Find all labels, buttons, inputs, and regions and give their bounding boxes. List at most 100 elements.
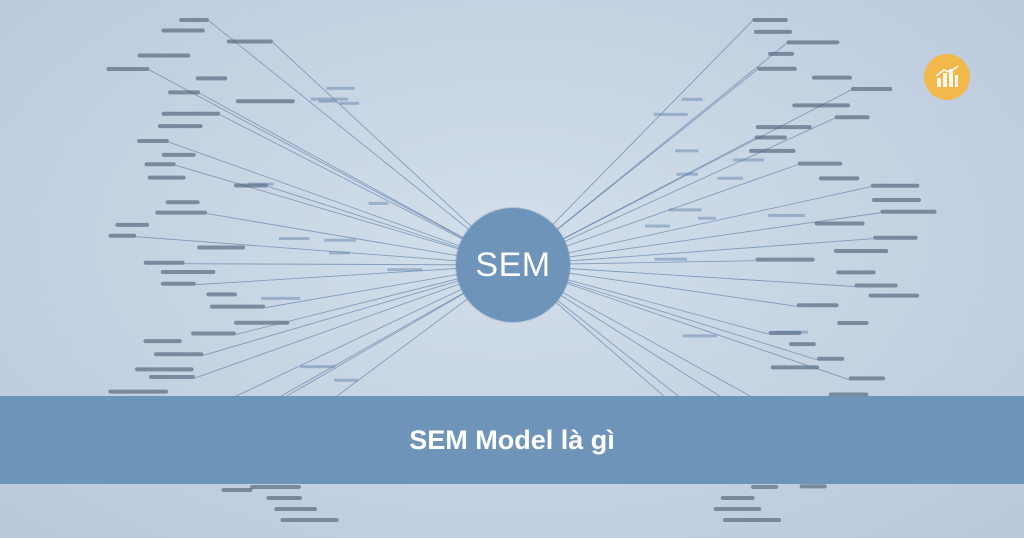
node-label-mark [871,197,921,202]
edge-label-mark [300,365,336,369]
node-label-mark [792,103,850,108]
connector-line [149,69,514,266]
node-label-mark [160,281,196,286]
node-label-mark [811,75,853,80]
edge-label-mark [318,99,337,103]
title-banner: SEM Model là gì [0,396,1024,484]
node-label-mark [833,248,889,253]
edge-label-mark [681,97,703,101]
edge-label-mark [278,237,310,241]
node-label-mark [837,320,869,325]
node-label-mark [195,76,228,81]
node-label-mark [209,304,266,309]
banner-title: SEM Model là gì [409,424,615,455]
connector-line [512,264,855,287]
edge-label-mark [248,182,274,186]
node-label-mark [850,87,893,92]
node-label-mark [770,365,820,370]
edge-label-mark [653,112,688,116]
node-label-mark [191,331,236,336]
node-label-mark [148,375,195,380]
edge-label-mark [339,101,360,105]
node-label-mark [165,200,200,205]
node-label-mark [768,51,795,56]
node-label-mark [797,161,843,166]
node-label-mark [221,487,253,492]
node-label-mark [115,222,150,227]
node-label-mark [197,245,246,250]
node-label-mark [168,90,201,95]
node-label-mark [834,115,870,120]
edge-label-mark [310,97,349,101]
node-label-mark [768,331,802,336]
node-label-mark [754,135,787,140]
edge-label-mark [776,330,808,334]
node-label-mark [160,269,216,274]
edge-label-mark [697,216,717,220]
node-label-mark [143,339,182,344]
node-label-mark [266,496,302,500]
node-label-mark [161,28,205,33]
connector-line [512,186,871,266]
edge-label-mark [368,201,389,205]
connector-line [512,238,874,266]
edge-label-mark [329,251,350,255]
logo [924,54,970,100]
node-label-mark [235,99,295,104]
edge-label-mark [717,176,743,180]
edge-label-mark [676,172,698,176]
node-label-mark [147,175,186,180]
node-label-mark [722,518,782,522]
node-label-mark [233,183,269,188]
node-label-mark [713,507,762,511]
node-label-mark [755,125,812,130]
node-label-mark [848,376,885,381]
connector-line [512,212,881,266]
node-label-mark [868,293,920,298]
node-label-mark [226,39,273,44]
connector-line [136,236,514,266]
node-label-mark [828,392,869,397]
connector-line [175,164,514,266]
connector-line [168,141,514,266]
node-label-mark [817,356,845,361]
node-label-mark [818,176,860,181]
edge-label-mark [334,378,359,382]
edge-label-mark [261,296,301,300]
edge-label-mark [668,208,702,212]
edge-label-mark [654,257,688,261]
node-label-mark [143,260,185,265]
sem-hub-node: SEM [456,208,570,322]
node-label-mark [799,484,827,489]
node-label-mark [880,209,937,214]
node-label-mark [137,53,191,58]
connector-line [199,92,514,266]
node-label-mark [274,507,318,511]
node-label-mark [108,389,169,394]
node-label-mark [751,485,779,489]
edge-label-mark [326,86,355,90]
node-label-mark [836,270,876,275]
edge-label-mark [675,149,699,153]
connector-line [512,264,849,380]
node-label-mark [755,257,815,262]
edge-label-mark [733,158,765,162]
node-label-mark [135,367,194,372]
edge-label-mark [387,268,423,272]
node-label-mark [179,17,210,22]
hub-label: SEM [475,245,551,284]
node-label-mark [154,352,204,357]
bar-chart-icon [935,65,959,87]
node-label-mark [789,342,816,347]
node-label-mark [234,320,290,325]
connector-line [512,117,835,266]
node-label-mark [786,40,840,45]
edge-label-mark [767,213,805,217]
node-label-mark [144,162,176,167]
node-label-mark [753,29,793,34]
edge-label-mark [682,334,717,338]
node-label-mark [280,518,339,522]
node-label-mark [108,233,137,238]
node-label-mark [873,235,918,240]
edge-label-mark [645,224,670,228]
